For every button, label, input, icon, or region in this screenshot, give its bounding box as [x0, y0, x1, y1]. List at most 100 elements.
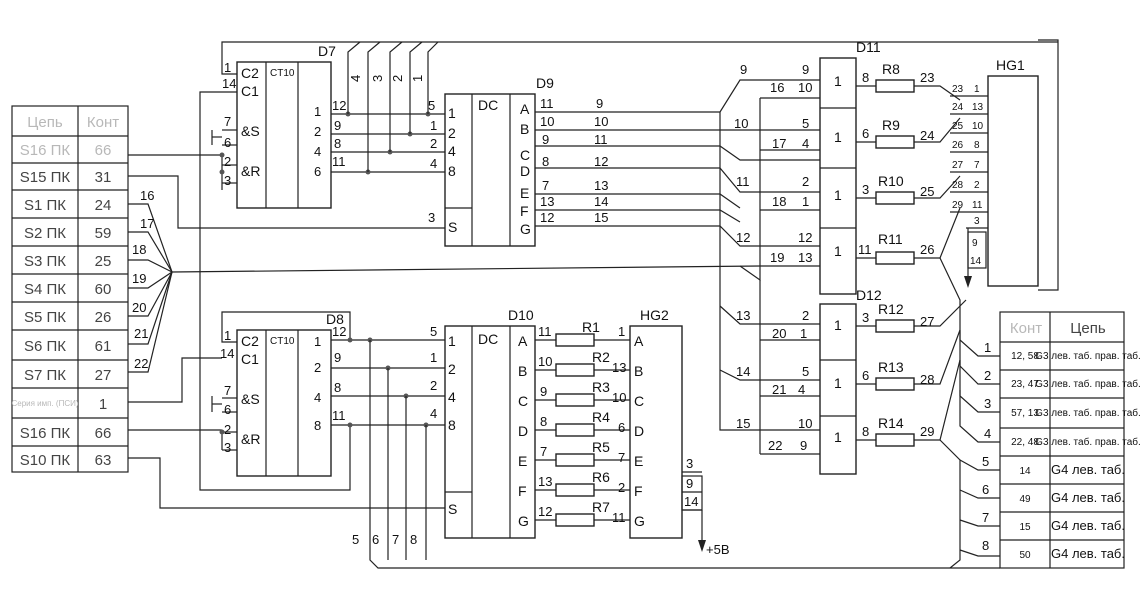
left-table-cont: 26	[95, 309, 112, 326]
svg-text:13: 13	[540, 194, 554, 209]
wire-number: 17	[140, 216, 154, 231]
d9-in-1: 1	[448, 105, 456, 121]
d8-output-wires: 12 9 8 11 5 6 7 8 5 1 2 4	[331, 324, 1000, 569]
resistor-label: R8	[882, 61, 900, 77]
svg-text:10: 10	[734, 116, 748, 131]
svg-text:10: 10	[538, 354, 552, 369]
svg-text:5: 5	[802, 364, 809, 379]
svg-text:27: 27	[952, 160, 964, 171]
svg-text:13: 13	[538, 474, 552, 489]
resistor-label: R2	[592, 349, 610, 365]
left-table-cont: 63	[95, 452, 112, 469]
svg-text:3: 3	[974, 216, 980, 227]
d9-out-c: C	[520, 147, 530, 163]
svg-text:1: 1	[800, 326, 807, 341]
svg-text:23: 23	[920, 70, 934, 85]
resistor-r13	[875, 377, 915, 391]
hg2-seg-c: C	[634, 393, 644, 409]
counter-d7: D7 CT10 C2 C1 &S &R 1 2 4 6 7 6 2 3 1 14	[199, 41, 440, 491]
svg-text:8: 8	[314, 418, 321, 433]
d7-label: D7	[318, 43, 336, 59]
svg-text:10: 10	[594, 114, 608, 129]
svg-text:11: 11	[332, 408, 346, 423]
svg-text:3: 3	[428, 210, 435, 225]
svg-text:7: 7	[974, 160, 980, 171]
d9-out-e: E	[520, 185, 529, 201]
svg-text:26: 26	[920, 242, 934, 257]
d9-label: D9	[536, 75, 554, 91]
svg-text:17: 17	[772, 136, 786, 151]
svg-text:6: 6	[224, 135, 231, 150]
svg-text:3: 3	[224, 173, 231, 188]
svg-text:1: 1	[430, 118, 437, 133]
left-table-cont: 61	[95, 338, 112, 355]
resistor-label: R5	[592, 439, 610, 455]
right-table-chain: G3 лев. таб. прав. таб.	[1035, 350, 1140, 362]
svg-text:14: 14	[594, 194, 608, 209]
svg-text:6: 6	[862, 126, 869, 141]
left-connector-table: Цепь Конт S16 ПК 66 S15 ПК 31 S1 ПК 24 S…	[11, 105, 129, 473]
resistor-r6	[555, 483, 595, 497]
buffer-symbol: 1	[834, 317, 842, 333]
svg-text:4: 4	[430, 406, 437, 421]
left-table-chain: S6 ПК	[24, 338, 66, 355]
d10-out-d: D	[518, 423, 528, 439]
svg-text:15: 15	[736, 416, 750, 431]
left-table-cont: 25	[95, 253, 112, 270]
svg-text:1: 1	[314, 104, 321, 119]
resistor-r10	[875, 191, 915, 205]
svg-text:25: 25	[952, 121, 964, 132]
svg-text:10: 10	[612, 390, 626, 405]
right-table-cont: 50	[1019, 550, 1031, 561]
left-table-cont: 60	[95, 281, 112, 298]
d10-out-c: C	[518, 393, 528, 409]
svg-text:3: 3	[984, 396, 991, 411]
right-table-chain: G3 лев. таб. прав. таб.	[1035, 407, 1140, 419]
svg-text:5: 5	[802, 116, 809, 131]
svg-text:3: 3	[224, 440, 231, 455]
wire-number: 21	[134, 326, 148, 341]
resistor-label: R13	[878, 359, 904, 375]
d7-type: CT10	[270, 68, 295, 79]
d9-out-b: B	[520, 121, 529, 137]
left-table-chain-small: Серия имп. (ПСИ)	[11, 399, 78, 408]
resistor-r4	[555, 423, 595, 437]
svg-text:23: 23	[952, 84, 964, 95]
right-table-chain: G4 лев. таб.	[1051, 518, 1125, 533]
svg-text:9: 9	[540, 384, 547, 399]
svg-text:3: 3	[862, 182, 869, 197]
svg-text:29: 29	[952, 200, 964, 211]
svg-text:1: 1	[618, 324, 625, 339]
d7-input-s: &S	[241, 123, 260, 139]
resistor-r1	[555, 333, 595, 347]
svg-text:5: 5	[428, 98, 435, 113]
resistor-label: R9	[882, 117, 900, 133]
left-table-cont: 24	[95, 197, 112, 214]
svg-text:9: 9	[800, 438, 807, 453]
svg-text:8: 8	[334, 380, 341, 395]
svg-text:8: 8	[542, 154, 549, 169]
svg-text:7: 7	[540, 444, 547, 459]
svg-text:2: 2	[314, 124, 321, 139]
resistor-r14	[875, 433, 915, 447]
right-bus-wires: 1 2 3 4 5 6 7 8	[939, 257, 1000, 569]
svg-text:13: 13	[798, 250, 812, 265]
resistor-r8	[875, 79, 915, 93]
left-table-header-cont: Конт	[87, 114, 119, 131]
svg-text:1: 1	[974, 84, 980, 95]
d9-type: DC	[478, 97, 498, 113]
d10-label: D10	[508, 307, 534, 323]
svg-text:2: 2	[984, 368, 991, 383]
svg-text:4: 4	[314, 144, 321, 159]
svg-text:8: 8	[334, 136, 341, 151]
svg-text:2: 2	[430, 136, 437, 151]
d9-out-a: A	[520, 101, 530, 117]
left-table-cont: 31	[95, 169, 112, 186]
d9-in-8: 8	[448, 163, 456, 179]
svg-text:14: 14	[222, 76, 236, 91]
d9-out-f: F	[520, 203, 529, 219]
left-table-cont: 66	[95, 425, 112, 442]
resistor-r3	[555, 393, 595, 407]
left-table-chain: S4 ПК	[24, 281, 66, 298]
svg-text:7: 7	[224, 383, 231, 398]
